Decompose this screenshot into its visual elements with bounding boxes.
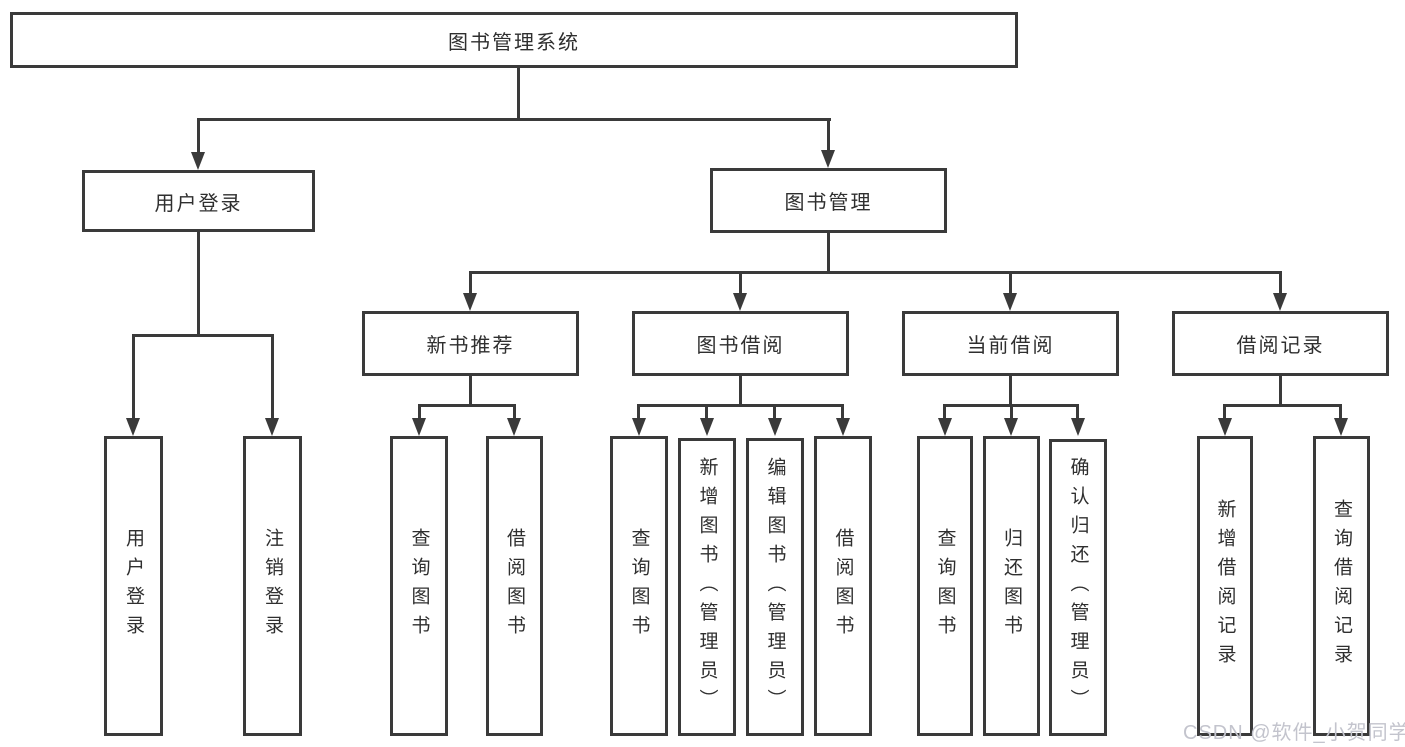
node-new-book-recommend-label: 新书推荐 <box>426 335 515 357</box>
connector-stub-user-login <box>197 118 200 154</box>
connector-borrow-record-vertical <box>1279 376 1282 406</box>
arrowhead-down-icon <box>836 418 850 436</box>
leaf-cb-return-books-label: 归还图书 <box>1001 528 1022 644</box>
leaf-bb-add-books-admin: 新增图书（管理员） <box>678 438 736 736</box>
leaf-logout-login: 注销登录 <box>243 436 302 736</box>
connector-stub-leaf-user-login <box>132 334 135 420</box>
connector-root-horizontal <box>197 118 831 121</box>
node-user-login: 用户登录 <box>82 170 315 232</box>
leaf-logout-login-label: 注销登录 <box>262 528 283 644</box>
leaf-bb-borrow-books-label: 借阅图书 <box>832 528 854 644</box>
connector-book-mgmt-vertical <box>827 233 830 273</box>
arrowhead-down-icon <box>507 418 521 436</box>
arrowhead-down-icon <box>1273 293 1287 311</box>
connector-borrow-record-horizontal <box>1224 404 1342 407</box>
leaf-br-query-record: 查询借阅记录 <box>1313 436 1370 736</box>
node-book-management-label: 图书管理 <box>784 192 873 214</box>
node-user-login-label: 用户登录 <box>154 192 243 215</box>
arrowhead-down-icon <box>768 418 782 436</box>
leaf-cb-confirm-return-admin: 确认归还（管理员） <box>1049 439 1107 736</box>
leaf-cb-confirm-return-admin-label: 确认归还（管理员） <box>1067 457 1089 718</box>
connector-stub-book-borrow <box>739 271 742 295</box>
connector-stub-br-add <box>1223 404 1226 420</box>
arrowhead-down-icon <box>632 418 646 436</box>
leaf-nb-borrow-books: 借阅图书 <box>486 436 543 736</box>
node-library-system-label: 图书管理系统 <box>448 31 580 54</box>
arrowhead-down-icon <box>1003 293 1017 311</box>
connector-book-borrow-vertical <box>739 376 742 406</box>
node-current-borrowing-label: 当前借阅 <box>966 335 1055 357</box>
arrowhead-down-icon <box>126 418 140 436</box>
arrowhead-down-icon <box>821 150 835 168</box>
connector-stub-bb-query <box>637 404 640 420</box>
connector-new-book-horizontal <box>418 404 516 407</box>
connector-book-mgmt-horizontal <box>469 271 1282 274</box>
leaf-bb-add-books-admin-label: 新增图书（管理员） <box>696 456 718 718</box>
arrowhead-down-icon <box>191 152 205 170</box>
connector-stub-nb-query <box>418 404 421 420</box>
connector-stub-cb-confirm <box>1076 404 1079 420</box>
connector-stub-bb-add <box>705 404 708 420</box>
leaf-bb-borrow-books: 借阅图书 <box>814 436 872 736</box>
connector-root-vertical <box>517 67 520 120</box>
arrowhead-down-icon <box>938 418 952 436</box>
node-book-borrowing: 图书借阅 <box>632 311 849 376</box>
leaf-cb-query-books-label: 查询图书 <box>934 528 956 644</box>
arrowhead-down-icon <box>733 293 747 311</box>
connector-stub-bb-edit <box>773 404 776 420</box>
arrowhead-down-icon <box>1071 418 1085 436</box>
leaf-cb-query-books: 查询图书 <box>917 436 973 736</box>
leaf-bb-query-books-label: 查询图书 <box>628 528 650 644</box>
connector-stub-cb-query <box>943 404 946 420</box>
node-current-borrowing: 当前借阅 <box>902 311 1119 376</box>
leaf-cb-return-books: 归还图书 <box>983 436 1040 736</box>
arrowhead-down-icon <box>265 418 279 436</box>
connector-stub-br-query <box>1339 404 1342 420</box>
leaf-bb-query-books: 查询图书 <box>610 436 668 736</box>
connector-stub-leaf-logout <box>271 334 274 420</box>
leaf-br-add-record: 新增借阅记录 <box>1197 436 1253 736</box>
connector-stub-bb-borrow <box>841 404 844 420</box>
connector-stub-cb-return <box>1010 404 1013 420</box>
arrowhead-down-icon <box>1334 418 1348 436</box>
arrowhead-down-icon <box>412 418 426 436</box>
node-borrowing-records: 借阅记录 <box>1172 311 1389 376</box>
node-book-borrowing-label: 图书借阅 <box>696 335 785 357</box>
arrowhead-down-icon <box>1004 418 1018 436</box>
arrowhead-down-icon <box>463 293 477 311</box>
arrowhead-down-icon <box>1218 418 1232 436</box>
connector-book-borrow-horizontal <box>638 404 844 407</box>
connector-current-borrow-vertical <box>1009 376 1012 406</box>
leaf-user-login: 用户登录 <box>104 436 163 736</box>
connector-stub-current-borrow <box>1009 271 1012 295</box>
connector-stub-borrow-record <box>1279 271 1282 295</box>
node-new-book-recommend: 新书推荐 <box>362 311 579 376</box>
arrowhead-down-icon <box>700 418 714 436</box>
leaf-nb-query-books: 查询图书 <box>390 436 448 736</box>
connector-user-login-horizontal <box>132 334 274 337</box>
connector-new-book-vertical <box>469 376 472 406</box>
connector-stub-new-book <box>469 271 472 295</box>
leaf-bb-edit-books-admin: 编辑图书（管理员） <box>746 438 804 736</box>
csdn-watermark: CSDN @软件_小贺同学 <box>1183 722 1405 744</box>
leaf-user-login-label: 用户登录 <box>123 528 144 644</box>
node-library-system: 图书管理系统 <box>10 12 1018 68</box>
connector-user-login-vertical <box>197 232 200 336</box>
leaf-nb-borrow-books-label: 借阅图书 <box>504 528 525 644</box>
node-book-management: 图书管理 <box>710 168 947 233</box>
connector-stub-book-mgmt <box>827 118 830 154</box>
leaf-br-add-record-label: 新增借阅记录 <box>1214 499 1236 673</box>
leaf-nb-query-books-label: 查询图书 <box>408 528 430 644</box>
leaf-bb-edit-books-admin-label: 编辑图书（管理员） <box>764 456 786 718</box>
node-borrowing-records-label: 借阅记录 <box>1236 335 1325 357</box>
leaf-br-query-record-label: 查询借阅记录 <box>1331 499 1352 673</box>
connector-stub-nb-borrow <box>513 404 516 420</box>
